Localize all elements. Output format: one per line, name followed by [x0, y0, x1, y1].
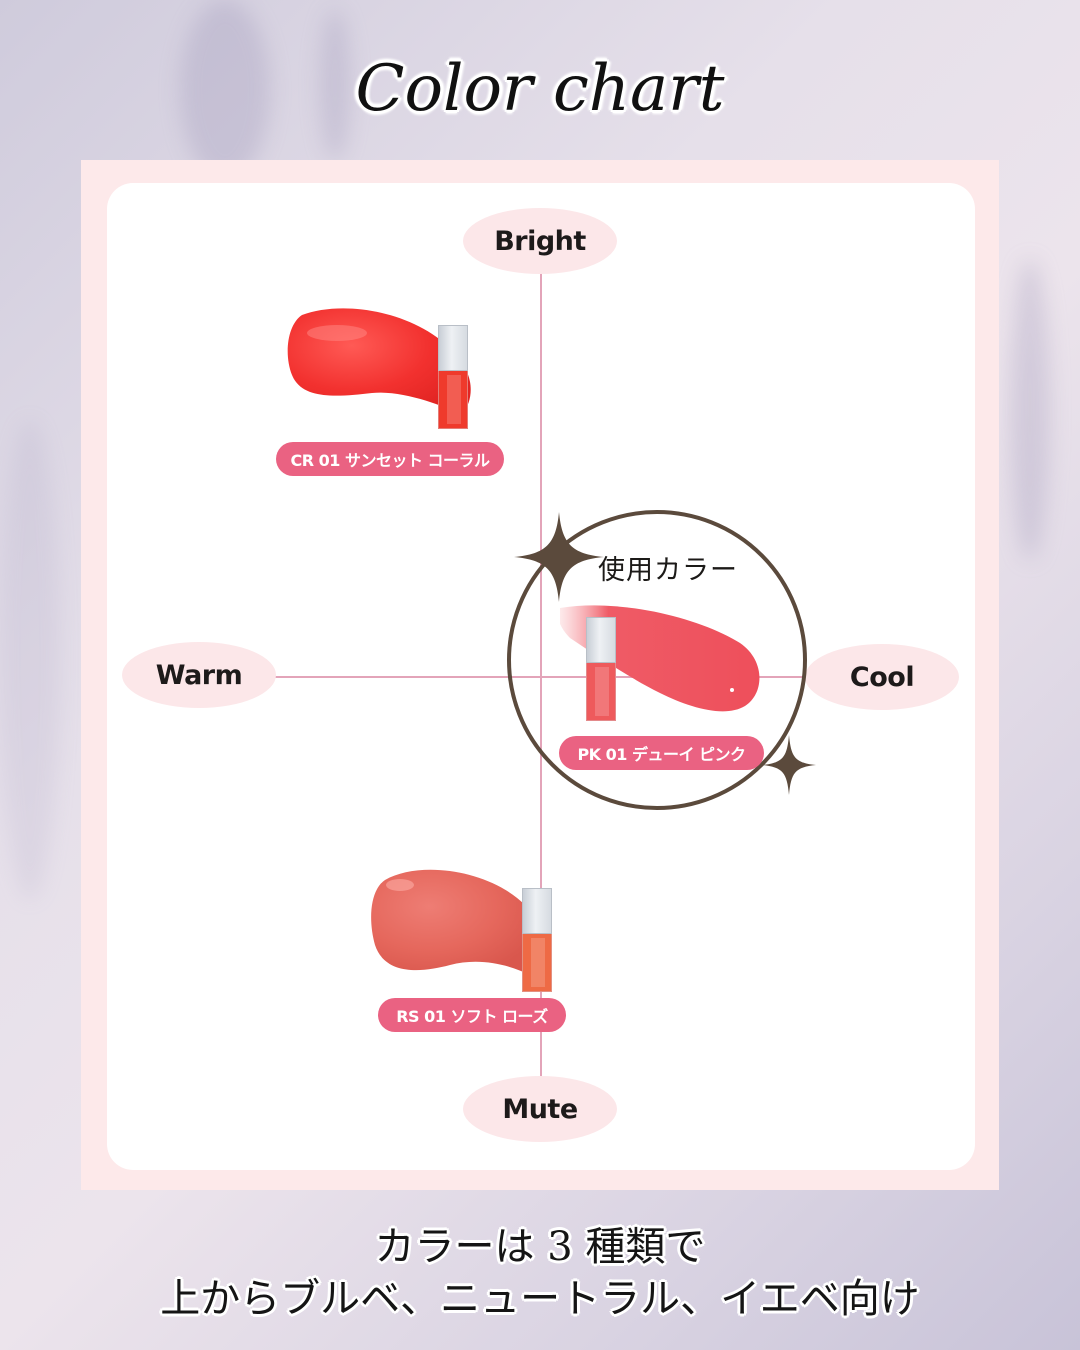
product-label-rs01: RS 01 ソフト ローズ [378, 998, 566, 1032]
bottle-pk01 [586, 617, 616, 721]
swatch-rs01 [371, 869, 538, 975]
caption-line-2: 上からブルベ、ニュートラル、イエベ向け [160, 1276, 920, 1322]
axis-label-bright: Bright [463, 208, 617, 274]
caption-line-1: カラーは 3 種類で [374, 1224, 706, 1270]
bottle-cr01 [438, 325, 468, 429]
product-label-cr01: CR 01 サンセット コーラル [276, 442, 504, 476]
highlight-circle [507, 510, 807, 810]
swatch-cr01 [287, 308, 471, 415]
axis-label-warm: Warm [122, 642, 276, 708]
page-title: Color chart [355, 52, 725, 126]
highlight-label: 使用カラー [598, 555, 738, 586]
background-shadow [0, 420, 60, 900]
sparkle-icon [514, 512, 604, 602]
sparkle-icon [762, 735, 816, 795]
bottle-rs01 [522, 888, 552, 992]
axis-label-mute: Mute [463, 1076, 617, 1142]
product-label-pk01: PK 01 デューイ ピンク [559, 736, 764, 770]
background-shadow [1010, 260, 1050, 560]
axis-label-cool: Cool [805, 644, 959, 710]
